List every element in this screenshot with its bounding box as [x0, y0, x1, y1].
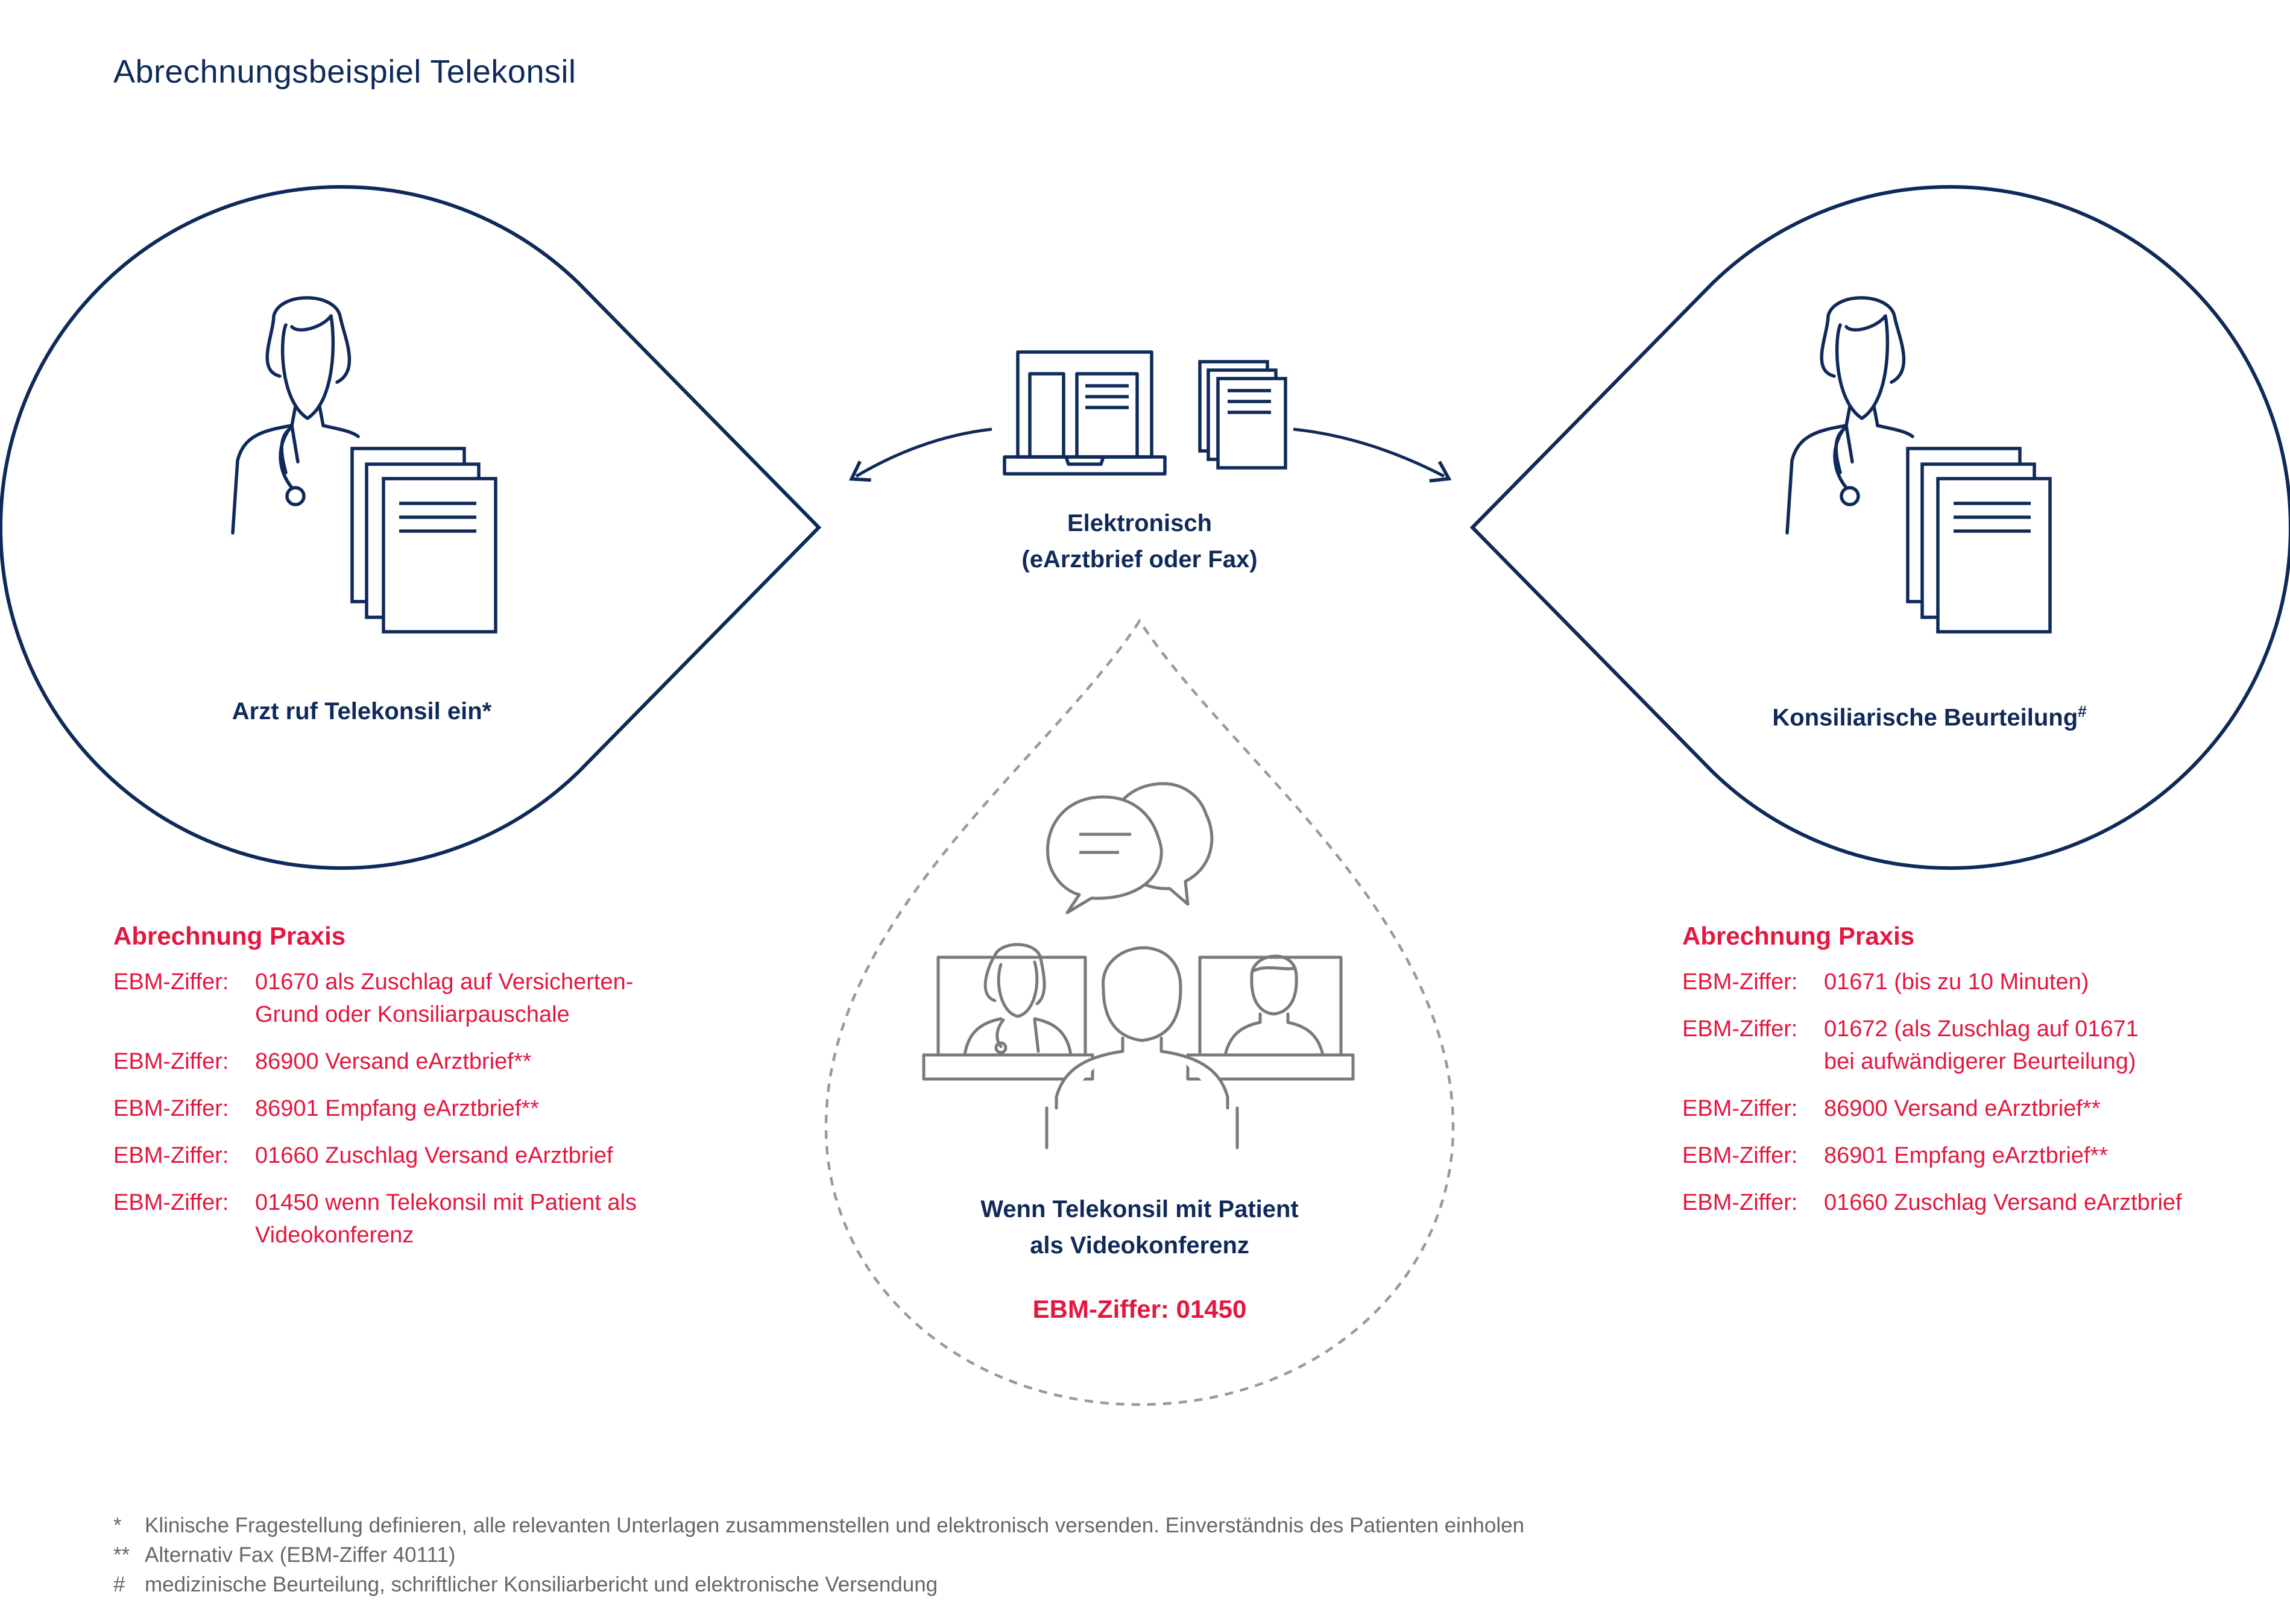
billing-row: EBM-Ziffer: 86900 Versand eArztbrief** — [1682, 1092, 2285, 1125]
arrow-right-icon — [1293, 427, 1452, 483]
center-label-line2: (eArztbrief oder Fax) — [1021, 546, 1258, 573]
billing-row: EBM-Ziffer: 01671 (bis zu 10 Minuten) — [1682, 966, 2285, 998]
laptop-icon — [1003, 350, 1167, 476]
billing-row: EBM-Ziffer: 86900 Versand eArztbrief** — [113, 1045, 716, 1078]
documents-icon — [350, 447, 497, 634]
footnotes: * Klinische Fragestellung definieren, all… — [113, 1511, 1524, 1599]
billing-row: EBM-Ziffer: 01670 als Zuschlag auf Versic… — [113, 966, 716, 1031]
footnote-mark: ** — [113, 1543, 130, 1567]
footnote-mark: * — [113, 1514, 122, 1537]
video-conference-icon — [922, 943, 1355, 1150]
left-node-label: Arzt ruf Telekonsil ein* — [232, 698, 492, 725]
doctor-icon — [1785, 296, 1914, 535]
billing-value: 01670 als Zuschlag auf Versicherten-Grun… — [255, 969, 634, 1027]
left-node-shape — [0, 185, 822, 870]
footnote: ** Alternativ Fax (EBM-Ziffer 40111) — [113, 1540, 1524, 1570]
billing-key: EBM-Ziffer: — [113, 1049, 229, 1074]
billing-key: EBM-Ziffer: — [113, 1096, 229, 1121]
billing-key: EBM-Ziffer: — [1682, 1096, 1798, 1121]
footnote-text: Alternativ Fax (EBM-Ziffer 40111) — [145, 1543, 456, 1567]
billing-value: 86901 Empfang eArztbrief** — [1824, 1143, 2109, 1168]
billing-key: EBM-Ziffer: — [113, 1143, 229, 1168]
doctor-icon — [231, 296, 360, 535]
left-billing-rows: EBM-Ziffer: 01670 als Zuschlag auf Versic… — [113, 966, 716, 1251]
billing-row: EBM-Ziffer: 01672 (als Zuschlag auf 01671… — [1682, 1013, 2285, 1078]
billing-key: EBM-Ziffer: — [1682, 1016, 1798, 1042]
left-billing: Abrechnung Praxis EBM-Ziffer: 01670 als Z… — [113, 920, 716, 1266]
footnote-text: medizinische Beurteilung, schriftlicher … — [145, 1573, 938, 1596]
video-label-line2: als Videokonferenz — [1030, 1232, 1249, 1259]
billing-value: 86901 Empfang eArztbrief** — [255, 1096, 540, 1121]
billing-row: EBM-Ziffer: 01450 wenn Telekonsil mit Pat… — [113, 1186, 716, 1251]
billing-value: 86900 Versand eArztbrief** — [1824, 1096, 2101, 1121]
center-label: Elektronisch (eArztbrief oder Fax) — [880, 505, 1399, 578]
billing-row: EBM-Ziffer: 01660 Zuschlag Versand eArztb… — [1682, 1186, 2285, 1219]
footnote-text: Klinische Fragestellung definieren, alle… — [145, 1514, 1525, 1537]
right-node-label: Konsiliarische Beurteilung# — [1658, 693, 2201, 735]
video-node-shape — [824, 618, 1455, 1406]
documents-icon — [1906, 447, 2052, 634]
footnote-mark: # — [113, 1573, 125, 1596]
billing-key: EBM-Ziffer: — [1682, 1143, 1798, 1168]
left-billing-heading: Abrechnung Praxis — [113, 922, 346, 950]
center-label-line1: Elektronisch — [1067, 510, 1213, 537]
billing-row: EBM-Ziffer: 86901 Empfang eArztbrief** — [1682, 1139, 2285, 1172]
video-label-line1: Wenn Telekonsil mit Patient — [980, 1196, 1299, 1223]
video-node-label: Wenn Telekonsil mit Patient als Videokon… — [880, 1191, 1399, 1264]
billing-key: EBM-Ziffer: — [113, 969, 229, 995]
fax-documents-icon — [1198, 360, 1287, 470]
billing-key: EBM-Ziffer: — [1682, 969, 1798, 995]
arrow-left-icon — [848, 427, 992, 482]
right-billing-heading: Abrechnung Praxis — [1682, 922, 1915, 950]
billing-row: EBM-Ziffer: 86901 Empfang eArztbrief** — [113, 1092, 716, 1125]
billing-value: 01671 (bis zu 10 Minuten) — [1824, 969, 2089, 995]
billing-key: EBM-Ziffer: — [113, 1190, 229, 1215]
billing-value: 86900 Versand eArztbrief** — [255, 1049, 532, 1074]
footnote: # medizinische Beurteilung, schriftlicher… — [113, 1570, 1524, 1599]
speech-bubbles-icon — [1046, 782, 1214, 914]
right-node-label-text: Konsiliarische Beurteilung — [1772, 704, 2078, 731]
billing-row: EBM-Ziffer: 01660 Zuschlag Versand eArztb… — [113, 1139, 716, 1172]
right-billing: Abrechnung Praxis EBM-Ziffer: 01671 (bis … — [1682, 920, 2285, 1233]
right-node-label-sup: # — [2078, 702, 2087, 720]
billing-value: 01660 Zuschlag Versand eArztbrief — [255, 1143, 613, 1168]
right-node-shape — [1469, 185, 2290, 870]
footnote: * Klinische Fragestellung definieren, all… — [113, 1511, 1524, 1540]
right-billing-rows: EBM-Ziffer:01671 (bis zu 10 Minuten)EBM-… — [1682, 966, 2285, 1219]
billing-key: EBM-Ziffer: — [1682, 1190, 1798, 1215]
billing-value: 01660 Zuschlag Versand eArztbrief — [1824, 1190, 2182, 1215]
page-title: Abrechnungsbeispiel Telekonsil — [113, 54, 576, 90]
video-code: EBM-Ziffer: 01450 — [1032, 1295, 1247, 1323]
